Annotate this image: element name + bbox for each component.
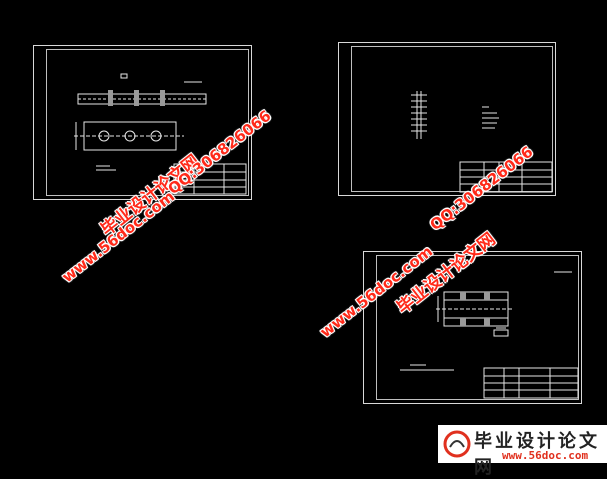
sheet-1-frame	[46, 49, 249, 196]
site-logo: 毕业设计论文网 www.56doc.com	[438, 425, 607, 478]
sheet-1-drawing	[74, 73, 247, 195]
sheet-3-frame	[376, 255, 579, 400]
sheet-2-frame	[351, 46, 553, 192]
logo-url: www.56doc.com	[502, 449, 589, 462]
drawing-sheet-3[interactable]	[363, 251, 582, 404]
drawing-sheet-1[interactable]	[33, 45, 252, 200]
sheet-2-drawing	[411, 91, 553, 193]
logo-emblem-icon	[443, 430, 471, 458]
drawing-sheet-2[interactable]	[338, 42, 556, 196]
sheet-3-drawing	[400, 271, 579, 399]
